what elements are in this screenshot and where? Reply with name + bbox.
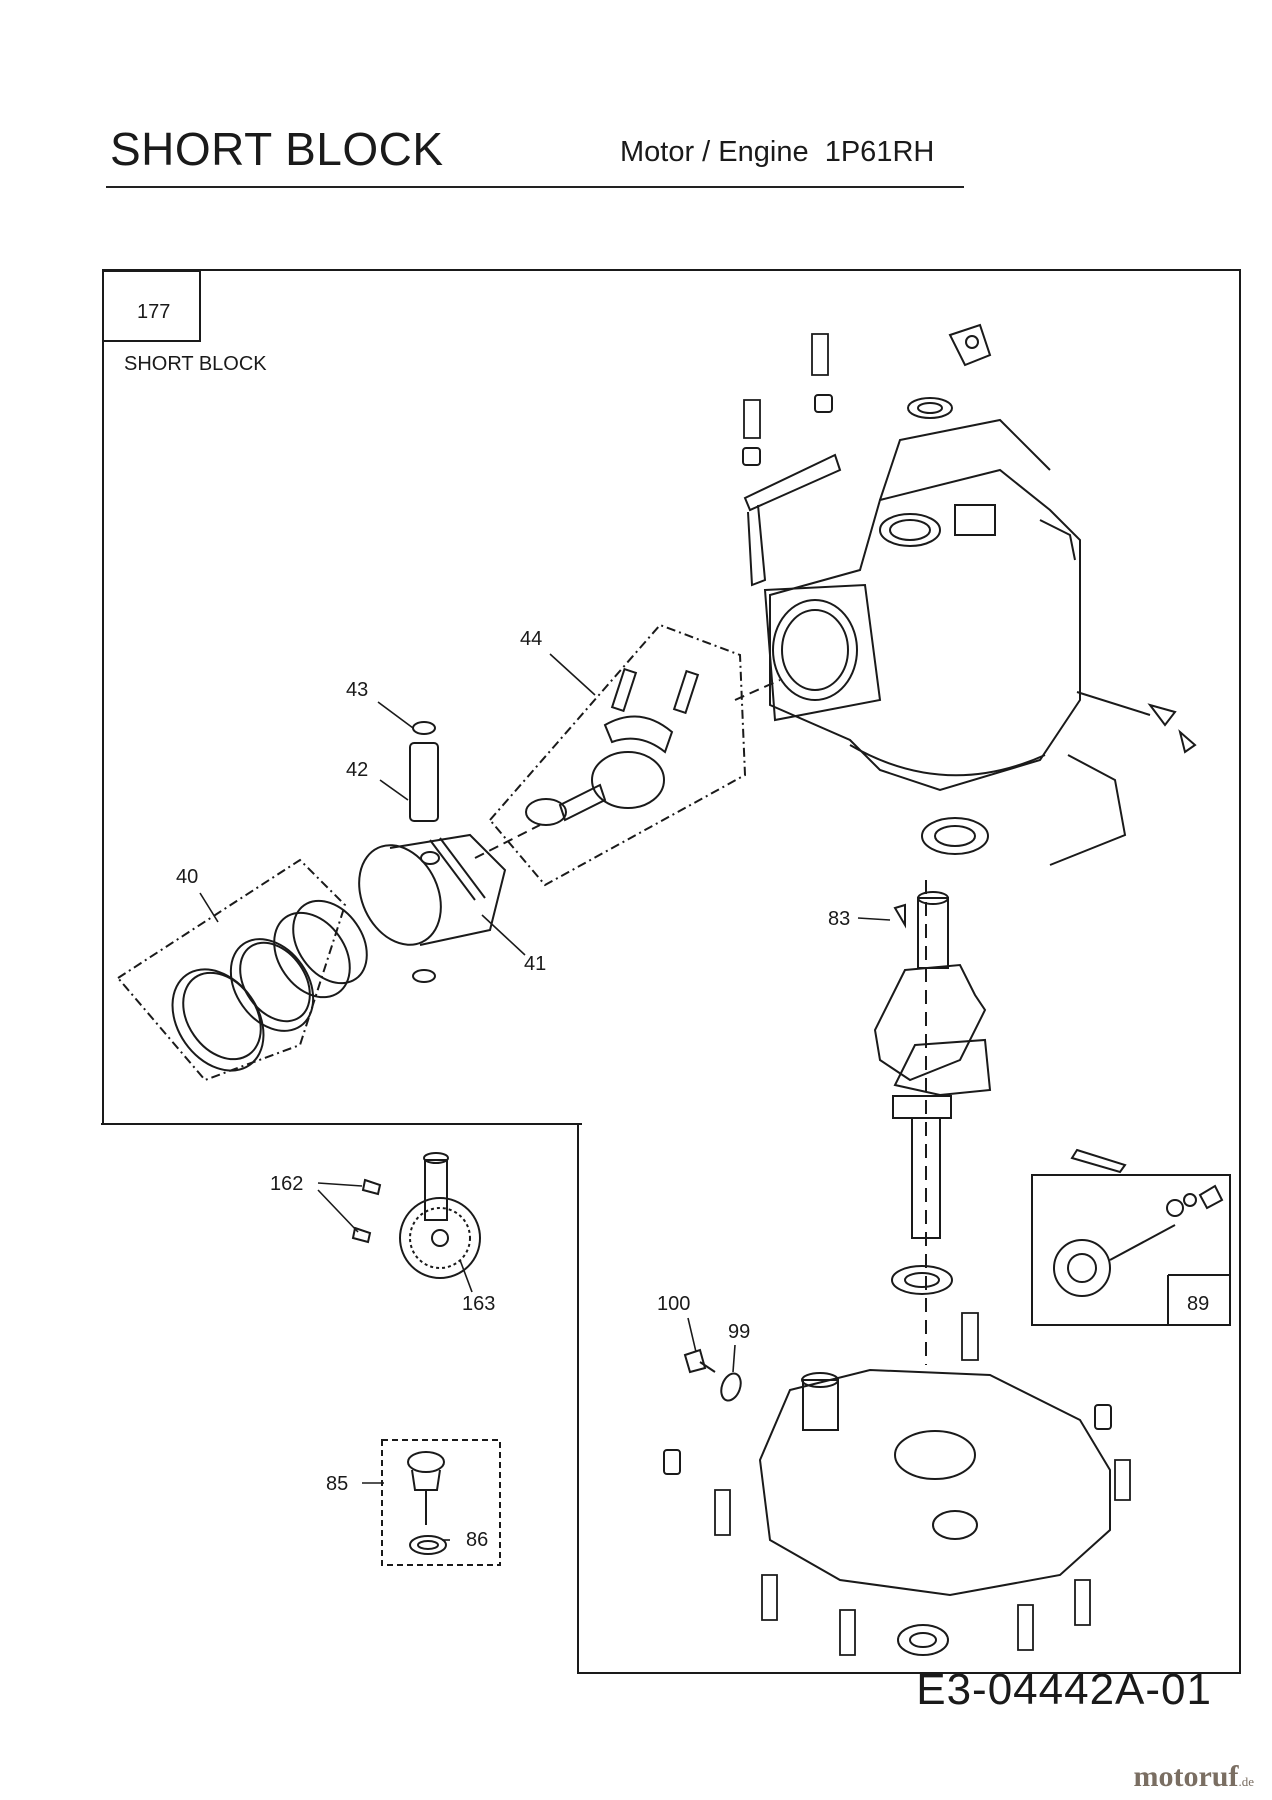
callout-86: 86 <box>466 1529 488 1551</box>
callout-100: 100 <box>657 1293 690 1315</box>
governor-group-box <box>1031 1174 1231 1326</box>
callout-99: 99 <box>728 1321 750 1343</box>
callout-85: 85 <box>326 1473 348 1495</box>
piston <box>358 833 507 946</box>
dipstick-group-box <box>381 1439 501 1566</box>
dowel-pin-cover-left <box>663 1449 681 1475</box>
frame-outline <box>102 269 1241 1674</box>
oil-filler-cap <box>407 1451 445 1525</box>
brand-logo: motoruf.de <box>1133 1760 1254 1794</box>
choke-rod <box>1049 754 1127 866</box>
drain-washer <box>720 1372 742 1402</box>
thrust-washer <box>891 1265 953 1295</box>
brand-name: motoruf <box>1133 1760 1239 1793</box>
title-underline <box>106 186 964 188</box>
callout-40: 40 <box>176 866 198 888</box>
breather-cover <box>948 323 992 367</box>
governor-arm <box>1076 691 1177 727</box>
crankshaft <box>873 880 992 1365</box>
pin-clip-bottom <box>412 969 436 983</box>
callout-leaders <box>199 653 891 1541</box>
bearing-top <box>921 817 989 855</box>
cover-bolts <box>714 333 1131 1656</box>
rings-group-outline <box>116 858 347 1082</box>
dowel-pin-cover-right <box>1094 1404 1112 1430</box>
section-number-box <box>102 270 201 342</box>
crankcase-cover <box>758 1368 1111 1597</box>
engine-model: Motor / Engine 1P61RH <box>620 136 935 168</box>
callout-43: 43 <box>346 679 368 701</box>
camshaft <box>399 1152 481 1279</box>
head-gasket <box>743 453 842 587</box>
oil-seal-bottom <box>897 1624 949 1656</box>
cylinder-block <box>763 418 1081 792</box>
callout-44: 44 <box>520 628 542 650</box>
dowel-pin-top <box>814 394 833 413</box>
piston-axis-line <box>474 824 541 859</box>
split-pin <box>1178 729 1197 754</box>
governor-bracket <box>1070 1148 1127 1174</box>
callout-42: 42 <box>346 759 368 781</box>
document-number: E3-04442A-01 <box>916 1665 1212 1714</box>
rocker-pins <box>351 1178 382 1244</box>
dipstick-o-ring <box>409 1535 447 1555</box>
conrod-group-outline <box>488 623 747 887</box>
section-name: SHORT BLOCK <box>124 353 267 375</box>
callout-83: 83 <box>828 908 850 930</box>
callout-163: 163 <box>462 1293 495 1315</box>
callout-89: 89 <box>1187 1293 1209 1315</box>
callout-162: 162 <box>270 1173 303 1195</box>
callout-41: 41 <box>524 953 546 975</box>
governor-gear <box>1053 1184 1224 1297</box>
connecting-rod <box>525 667 700 826</box>
drain-bolt <box>683 1348 716 1374</box>
piston-pin <box>409 742 439 822</box>
brand-tld: .de <box>1238 1774 1254 1789</box>
oil-seal-top <box>907 397 953 419</box>
piston-rings <box>171 899 368 1072</box>
section-number: 177 <box>137 301 170 323</box>
dowel-pin-left <box>742 447 761 466</box>
woodruff-key <box>893 903 906 929</box>
pin-clip-top <box>412 721 436 735</box>
page-title: SHORT BLOCK <box>110 123 444 175</box>
